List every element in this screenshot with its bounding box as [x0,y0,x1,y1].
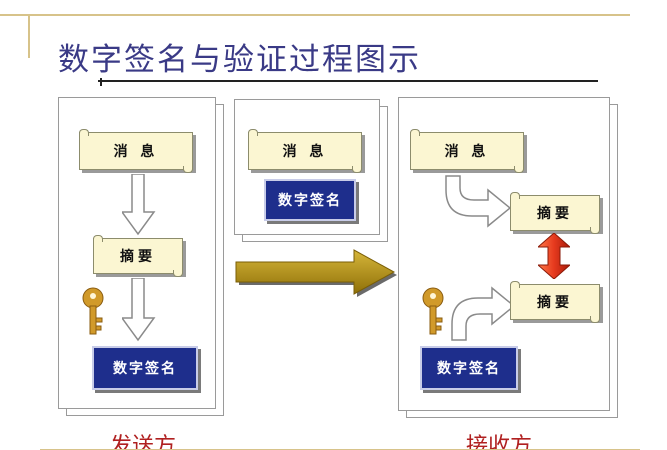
receiver-signature-label: 数字签名 [437,361,501,377]
curved-arrow-icon [451,286,516,341]
receiver-message-label: 消 息 [444,144,490,160]
down-arrow-icon [122,174,156,236]
receiver-digest-top-label: 摘要 [537,206,573,222]
transfer-message-label: 消 息 [282,144,328,160]
transfer-arrow-icon [235,249,397,297]
receiver-digest-bottom-box: 摘要 [510,281,600,323]
sender-signature-box: 数字签名 [92,346,198,390]
key-icon [82,287,104,335]
sender-digest-box: 摘要 [93,235,183,277]
transfer-message-box: 消 息 [248,129,362,173]
title-tick [100,78,102,86]
down-arrow-icon [122,278,156,342]
receiver-caption: 接收方 [466,434,533,450]
receiver-signature-box: 数字签名 [420,346,518,390]
sender-caption: 发送方 [110,434,177,450]
key-icon [422,287,444,335]
receiver-digest-bottom-label: 摘要 [537,295,573,311]
compare-arrow-icon [538,233,570,279]
top-rule [0,14,630,16]
transfer-signature-label: 数字签名 [278,193,342,209]
receiver-digest-top-box: 摘要 [510,192,600,234]
transfer-signature-box: 数字签名 [264,179,356,221]
left-rule [28,14,30,58]
sender-message-label: 消 息 [113,144,159,160]
curved-arrow-icon [445,175,512,228]
sender-digest-label: 摘要 [120,249,156,265]
title-underline [98,80,598,82]
sender-signature-label: 数字签名 [113,361,177,377]
receiver-message-box: 消 息 [410,129,524,173]
page-title: 数字签名与验证过程图示 [58,42,421,78]
sender-message-box: 消 息 [79,129,193,173]
